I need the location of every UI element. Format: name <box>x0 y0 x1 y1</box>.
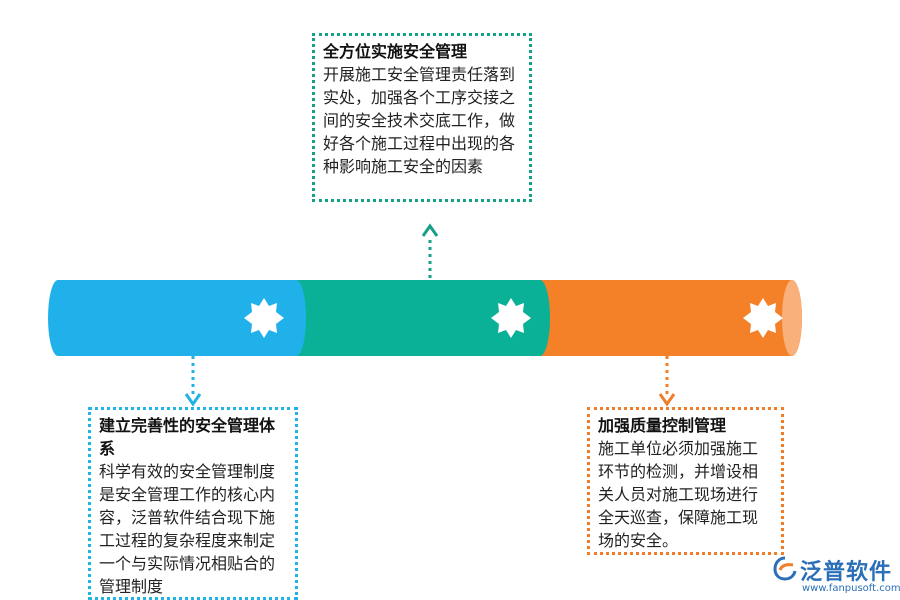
connector-left <box>184 356 202 407</box>
connector-top <box>421 223 439 278</box>
info-box-top: 全方位实施安全管理 开展施工安全管理责任落到实处，加强各个工序交接之间的安全技术… <box>312 33 532 202</box>
logo-url: www.fanpusoft.com <box>802 583 900 594</box>
info-box-left: 建立完善性的安全管理体系 科学有效的安全管理制度是安全管理工作的核心内容，泛普软… <box>88 407 298 600</box>
gear-badge-icon <box>244 298 284 338</box>
brand-logo: 泛普软件 www.fanpusoft.com <box>772 554 900 598</box>
box-body: 开展施工安全管理责任落到实处，加强各个工序交接之间的安全技术交底工作，做好各个施… <box>323 65 516 176</box>
down-arrow-icon <box>184 393 202 407</box>
segment-middle <box>286 280 550 356</box>
segment-left <box>48 280 306 356</box>
gear-badge-icon <box>491 298 531 338</box>
gear-badge-icon <box>743 298 783 338</box>
box-body: 施工单位必须加强施工环节的检测，并增设相关人员对施工现场进行全天巡查，保障施工现… <box>598 439 759 550</box>
fanpu-logo-icon <box>773 556 797 581</box>
box-title: 建立完善性的安全管理体系 <box>99 416 276 458</box>
connector-right <box>658 356 676 407</box>
logo-name: 泛普软件 <box>800 560 893 585</box>
info-box-right: 加强质量控制管理 施工单位必须加强施工环节的检测，并增设相关人员对施工现场进行全… <box>587 407 784 555</box>
down-arrow-icon <box>658 393 676 407</box>
box-title: 加强质量控制管理 <box>598 416 727 435</box>
box-title: 全方位实施安全管理 <box>323 42 468 61</box>
segment-right <box>530 280 802 356</box>
up-arrow-icon <box>421 223 439 237</box>
box-body: 科学有效的安全管理制度是安全管理工作的核心内容，泛普软件结合现下施工过程的复杂程… <box>99 462 276 596</box>
